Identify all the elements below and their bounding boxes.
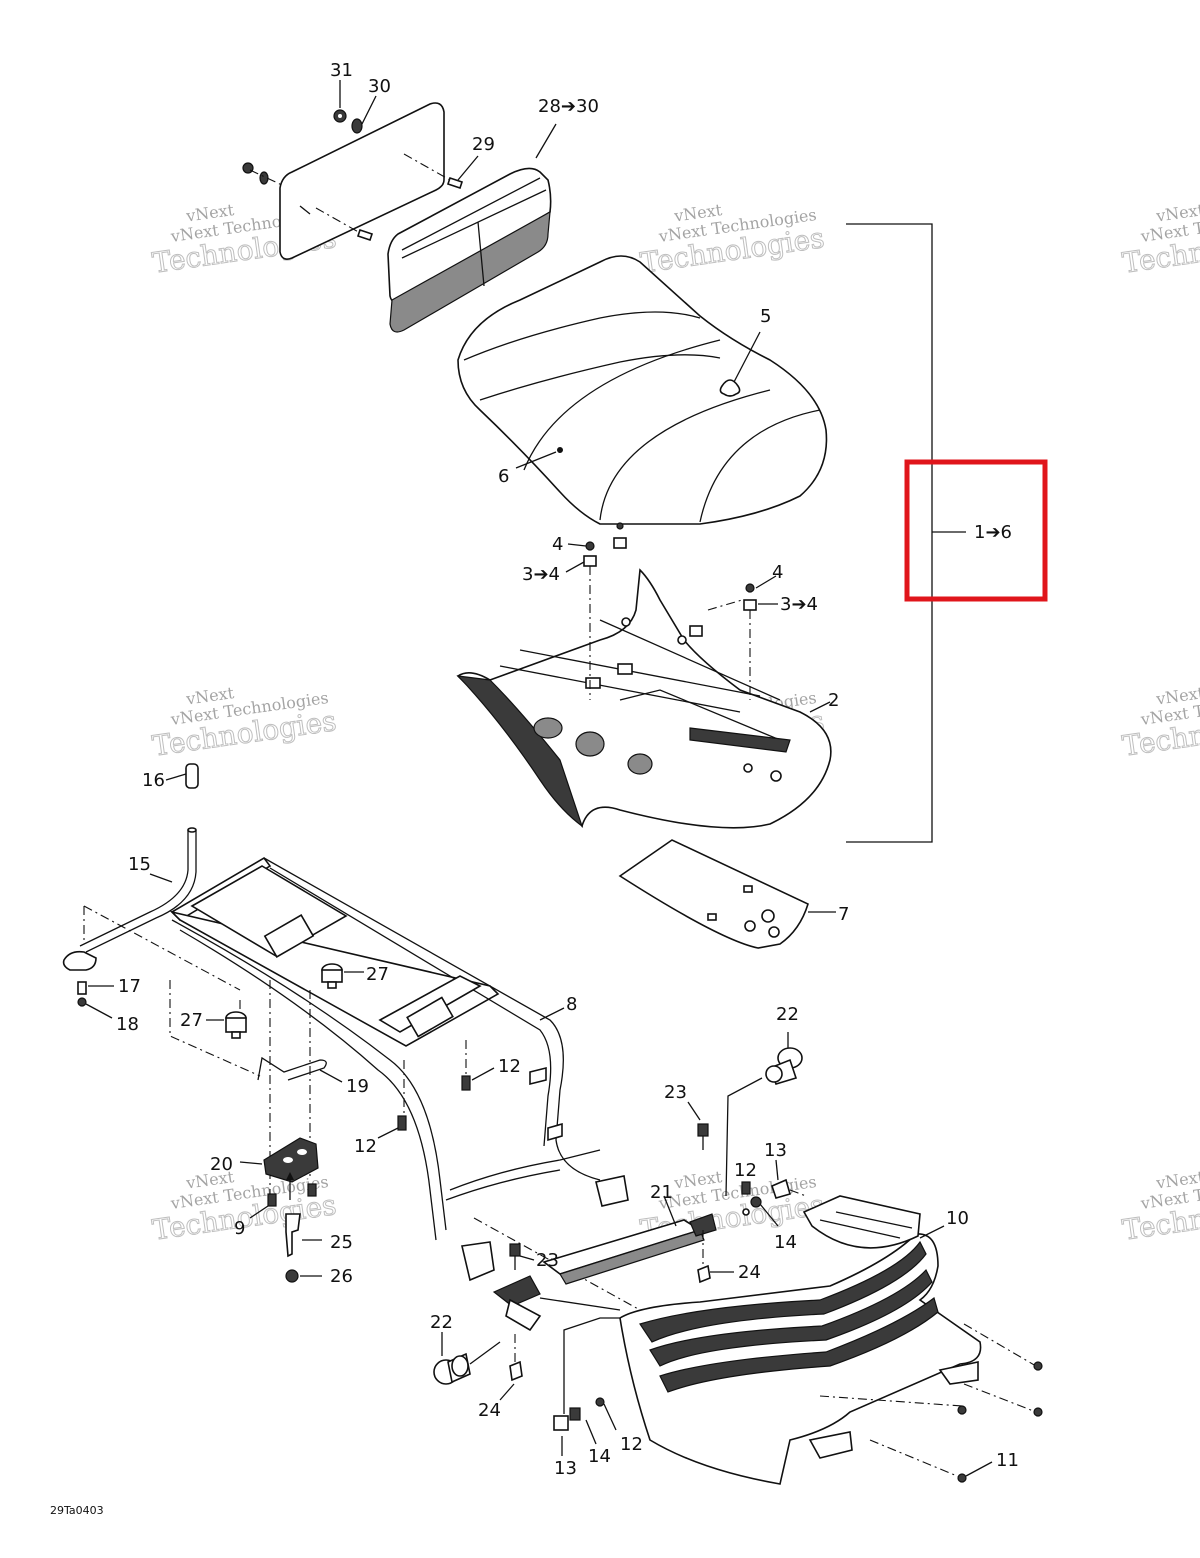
bracket-mount: [492, 1275, 621, 1332]
callout-25: 25: [330, 1232, 353, 1253]
bolt-23a: [687, 1101, 709, 1150]
callout-19: 19: [346, 1076, 369, 1097]
cap-22a: [725, 1032, 803, 1197]
seat-base: [456, 568, 832, 829]
callout-24a: 24: [738, 1262, 761, 1283]
callout-27b: 27: [180, 1010, 203, 1031]
callout-10: 10: [946, 1208, 969, 1229]
callout-16: 16: [142, 770, 165, 791]
screw-29: [315, 153, 479, 242]
bolt-12a: [461, 1067, 495, 1091]
bolt-12b: [377, 1115, 407, 1139]
left-fasteners: [242, 162, 285, 187]
fasteners-17-18: [77, 981, 114, 1019]
rail-21: [542, 1195, 717, 1285]
callout-4a: 4: [552, 534, 563, 555]
drawing-code: 29Ta0403: [50, 1504, 104, 1517]
callout-22a: 22: [776, 1004, 799, 1025]
callout-18: 18: [116, 1014, 139, 1035]
highlight-box: [904, 459, 1048, 602]
callout-12c: 12: [734, 1160, 757, 1181]
callout-4b: 4: [772, 562, 783, 583]
bolt-23b: [509, 1243, 535, 1270]
callout-20: 20: [210, 1154, 233, 1175]
callout-24b: 24: [478, 1400, 501, 1421]
cap-22b: [433, 1332, 501, 1385]
washer-30: [351, 95, 377, 134]
callout-23b: 23: [536, 1250, 559, 1271]
fasteners-13-14-12-bottom: [553, 1317, 620, 1456]
callout-30: 30: [368, 76, 391, 97]
callout-14b: 14: [588, 1446, 611, 1467]
rear-bumper: [619, 1195, 982, 1485]
seat-base-fasteners: [565, 522, 778, 700]
backrest-cushion: [387, 123, 557, 333]
callout-26: 26: [330, 1266, 353, 1287]
callout-12d: 12: [620, 1434, 643, 1455]
callout-29: 29: [472, 134, 495, 155]
callout-17: 17: [118, 976, 141, 997]
seat-cover: [457, 255, 828, 525]
handle-bar: [62, 763, 199, 971]
callout-27a: 27: [366, 964, 389, 985]
fasteners-13-14-12: [741, 1159, 807, 1227]
callout-2: 2: [828, 690, 839, 711]
callout-5: 5: [760, 306, 771, 327]
bumper-27b: [206, 1011, 247, 1039]
callout-13b: 13: [554, 1458, 577, 1479]
callout-21: 21: [650, 1182, 673, 1203]
callout-3-4b: 3➔4: [780, 594, 818, 615]
callout-23a: 23: [664, 1082, 687, 1103]
nut-24a: [697, 1230, 734, 1284]
callout-31: 31: [330, 60, 353, 81]
callout-7: 7: [838, 904, 849, 925]
assembly-bracket: [846, 223, 966, 843]
callout-9: 9: [234, 1218, 245, 1239]
callout-22b: 22: [430, 1312, 453, 1333]
callout-1-6: 1➔6: [974, 522, 1012, 543]
fastener-31: [333, 80, 347, 123]
callout-28-30: 28➔30: [538, 96, 599, 117]
latch-assembly: [239, 1137, 322, 1283]
callout-12a: 12: [498, 1056, 521, 1077]
seat-pad: [618, 839, 836, 949]
nut-24b: [499, 1334, 523, 1401]
spring-clip: [257, 1056, 343, 1083]
callout-15: 15: [128, 854, 151, 875]
callout-8: 8: [566, 994, 577, 1015]
callout-12b: 12: [354, 1136, 377, 1157]
callout-14a: 14: [774, 1232, 797, 1253]
backrest-plate: [279, 102, 445, 260]
bumper-27a: [321, 963, 364, 989]
callout-13a: 13: [764, 1140, 787, 1161]
callout-3-4a: 3➔4: [522, 564, 560, 585]
callout-labels: 31 30 28➔30 29 5 6 1➔6 4 3➔4 4 3➔4 2 7 1…: [116, 60, 1019, 1479]
bumper-fasteners: [819, 1323, 1043, 1483]
callout-6: 6: [498, 466, 509, 487]
callout-11: 11: [996, 1450, 1019, 1471]
